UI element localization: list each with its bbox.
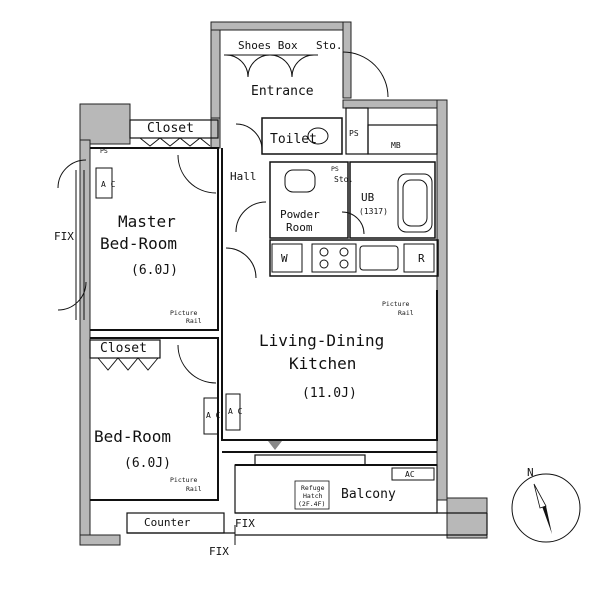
ldk-label-2: Kitchen bbox=[289, 354, 356, 373]
ac-bed-label: A C bbox=[206, 411, 221, 420]
refuge-hatch-1: Refuge bbox=[301, 484, 325, 492]
fix-windows bbox=[75, 170, 236, 545]
washer-label: W bbox=[281, 252, 288, 265]
picture-rail-1-a: Picture bbox=[170, 309, 197, 317]
outer-walls bbox=[79, 21, 488, 546]
ac-ldk-label: A C bbox=[228, 407, 243, 416]
powder-room-label-1: Powder bbox=[280, 208, 320, 221]
compass: N bbox=[511, 466, 581, 543]
ps-master-label: PS bbox=[100, 147, 108, 155]
fix-bottom-label: FIX bbox=[209, 545, 229, 558]
hall-label: Hall bbox=[230, 170, 257, 183]
closet-doors bbox=[97, 137, 211, 371]
ac-balcony-label: AC bbox=[405, 470, 415, 479]
entrance-label: Entrance bbox=[251, 84, 314, 99]
toilet-label: Toilet bbox=[270, 132, 317, 147]
master-bedroom-label-2: Bed-Room bbox=[100, 234, 177, 253]
closet-bed-label: Closet bbox=[100, 341, 147, 356]
shoes-box-label: Shoes Box bbox=[238, 39, 298, 52]
counter-label: Counter bbox=[144, 516, 191, 529]
refuge-hatch-3: (2F.4F) bbox=[298, 500, 325, 508]
shoes-sto-label: Sto. bbox=[316, 39, 343, 52]
ac-master-label: A C bbox=[101, 180, 116, 189]
picture-rail-3-a: Picture bbox=[170, 476, 197, 484]
powder-sto-label: Sto. bbox=[334, 175, 353, 184]
ps-small-label: PS bbox=[331, 165, 339, 173]
ldk-size: (11.0J) bbox=[302, 386, 357, 401]
bedroom-size: (6.0J) bbox=[124, 456, 171, 471]
door-swings bbox=[57, 51, 389, 384]
balcony-label: Balcony bbox=[341, 487, 396, 502]
mb-label: MB bbox=[391, 141, 401, 150]
ps-upper-label: PS bbox=[349, 129, 359, 138]
picture-rail-3-b: Rail bbox=[186, 485, 202, 493]
ub-label: UB bbox=[361, 191, 375, 204]
balcony-outline bbox=[126, 454, 488, 536]
fridge-label: R bbox=[418, 252, 425, 265]
picture-rail-1-b: Rail bbox=[186, 317, 202, 325]
powder-room-label-2: Room bbox=[286, 221, 313, 234]
marker-triangle bbox=[268, 441, 282, 450]
picture-rail-2-a: Picture bbox=[382, 300, 409, 308]
master-bedroom-label-1: Master bbox=[118, 212, 176, 231]
fix-right-label: FIX bbox=[235, 517, 255, 530]
fixtures bbox=[95, 127, 435, 481]
bedroom-label: Bed-Room bbox=[94, 427, 171, 446]
master-bedroom-size: (6.0J) bbox=[131, 263, 178, 278]
picture-rail-2-b: Rail bbox=[398, 309, 414, 317]
north-label: N bbox=[527, 466, 534, 479]
ub-size-label: (1317) bbox=[359, 207, 388, 216]
closet-master-label: Closet bbox=[147, 121, 194, 136]
ldk-label-1: Living-Dining bbox=[259, 331, 384, 350]
refuge-hatch-box bbox=[294, 480, 330, 510]
fix-left-label: FIX bbox=[54, 230, 74, 243]
refuge-hatch-2: Hatch bbox=[303, 492, 323, 500]
